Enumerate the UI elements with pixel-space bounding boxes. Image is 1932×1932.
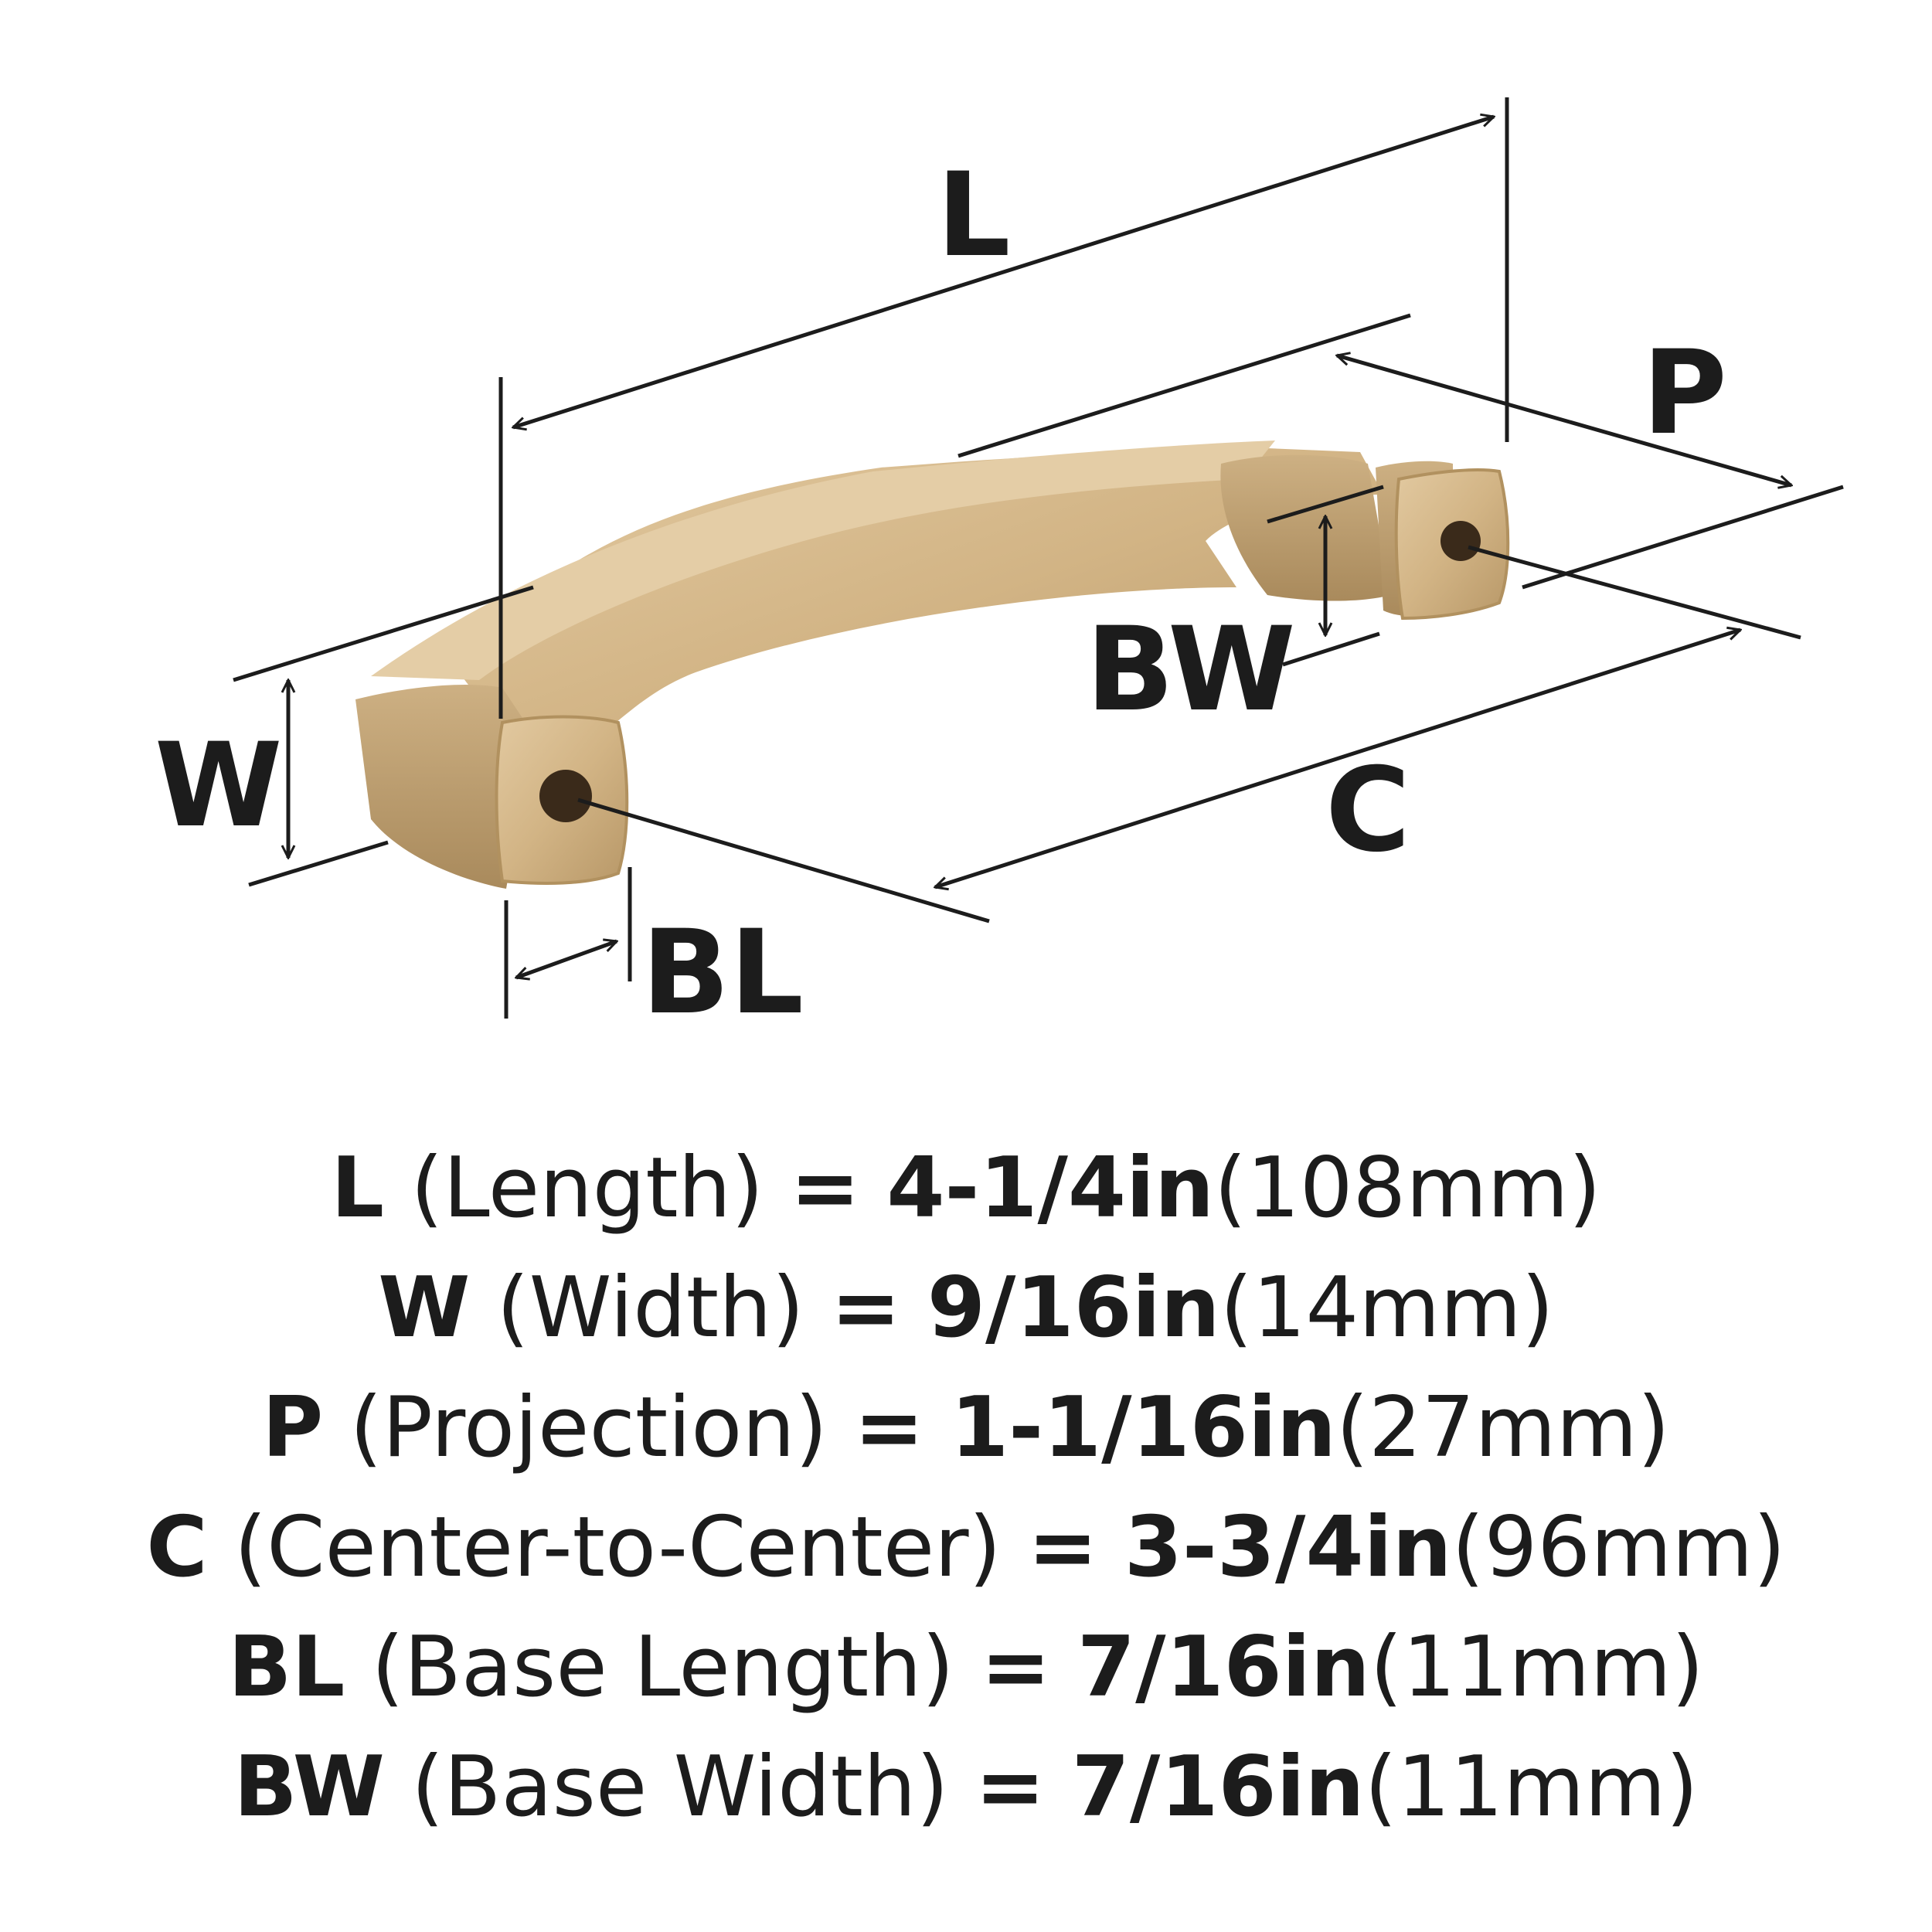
spec-metric: (96mm) (1451, 1499, 1786, 1596)
spec-projection: P (Projection) = 1-1/16in(27mm) (0, 1368, 1932, 1488)
spec-base-length: BL (Base Length) = 7/16in(11mm) (0, 1607, 1932, 1727)
left-base-block (355, 684, 533, 889)
spec-name: (Projection) (349, 1379, 828, 1476)
l-dimension-arrow (513, 117, 1494, 427)
bw-extension-bottom (1282, 631, 1380, 667)
spec-name: (Length) (410, 1140, 764, 1236)
bl-dimension-arrow (516, 941, 617, 978)
label-c: C (1325, 743, 1410, 878)
spec-metric: (11mm) (1364, 1739, 1699, 1835)
spec-name: (Width) (496, 1260, 804, 1356)
spec-equals: = (854, 1379, 924, 1476)
spec-name: (Base Width) (411, 1739, 949, 1835)
w-extension-top (233, 585, 534, 682)
c-centerline-right (1468, 545, 1801, 640)
label-l: L (937, 148, 1011, 283)
left-screw-hole (539, 770, 592, 822)
spec-equals: = (981, 1619, 1051, 1716)
spec-equals: = (790, 1140, 861, 1236)
w-extension-bottom (248, 840, 389, 887)
spec-code: P (262, 1379, 324, 1476)
p-extension-top (957, 313, 1411, 458)
bw-extension-top (1267, 485, 1384, 524)
label-p: P (1642, 326, 1727, 461)
spec-imperial: 4-1/4in (886, 1140, 1214, 1236)
spec-metric: (11mm) (1369, 1619, 1704, 1716)
spec-code: W (378, 1260, 471, 1356)
spec-imperial: 3-3/4in (1124, 1499, 1452, 1596)
c-centerline-left (577, 798, 990, 923)
spec-metric: (108mm) (1213, 1140, 1601, 1236)
label-bl: BL (641, 906, 804, 1040)
dimension-specs-list: L (Length) = 4-1/4in(108mm) W (Width) = … (0, 1128, 1932, 1847)
handle-right-leg (1220, 454, 1391, 601)
handle-top-surface (371, 440, 1275, 680)
spec-length: L (Length) = 4-1/4in(108mm) (0, 1128, 1932, 1248)
cabinet-pull-handle (355, 440, 1510, 889)
label-bw: BW (1086, 603, 1296, 737)
spec-imperial: 1-1/16in (951, 1379, 1336, 1476)
right-screw-hole (1440, 521, 1481, 561)
spec-metric: (14mm) (1219, 1260, 1554, 1356)
spec-code: C (146, 1499, 208, 1596)
spec-imperial: 7/16in (1077, 1619, 1370, 1716)
p-extension-bottom (1522, 485, 1844, 590)
dimension-lines (233, 97, 1844, 1019)
c-dimension-arrow (935, 630, 1740, 887)
spec-code: BW (233, 1739, 385, 1835)
p-dimension-arrow (1337, 355, 1791, 485)
spec-name: (Center-to-Center) (233, 1499, 1002, 1596)
spec-base-width: BW (Base Width) = 7/16in(11mm) (0, 1727, 1932, 1847)
spec-code: L (331, 1140, 385, 1236)
handle-dimension-diagram: L P BW W C BL (155, 97, 1844, 1040)
spec-width: W (Width) = 9/16in(14mm) (0, 1248, 1932, 1368)
spec-imperial: 7/16in (1071, 1739, 1365, 1835)
spec-equals: = (1028, 1499, 1098, 1596)
spec-equals: = (975, 1739, 1046, 1835)
spec-code: BL (228, 1619, 345, 1716)
spec-metric: (27mm) (1335, 1379, 1670, 1476)
label-w: W (155, 719, 282, 853)
spec-equals: = (831, 1260, 901, 1356)
spec-name: (Base Length) (371, 1619, 954, 1716)
spec-center-to-center: C (Center-to-Center) = 3-3/4in(96mm) (0, 1488, 1932, 1607)
spec-imperial: 9/16in (927, 1260, 1220, 1356)
